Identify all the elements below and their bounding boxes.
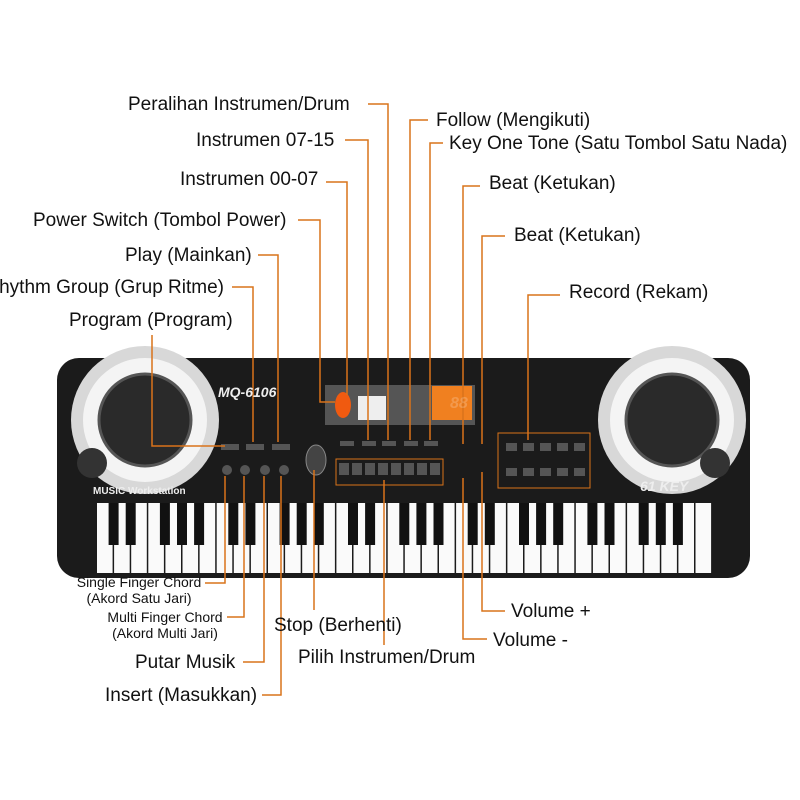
led-digits: 88 — [450, 395, 468, 412]
black-key[interactable] — [194, 503, 205, 545]
stop-button[interactable] — [305, 444, 327, 476]
label-program: Program (Program) — [69, 310, 233, 331]
label-beat-1: Beat (Ketukan) — [489, 173, 616, 194]
black-key[interactable] — [159, 503, 170, 545]
label-follow: Follow (Mengikuti) — [436, 110, 591, 131]
function-buttons[interactable] — [221, 441, 438, 475]
black-key[interactable] — [245, 503, 256, 545]
product-subtitle: MUSIC Workstation — [93, 486, 186, 497]
black-key[interactable] — [519, 503, 529, 545]
black-key[interactable] — [313, 503, 324, 545]
lcd-icon — [358, 396, 386, 420]
label-stop: Stop (Berhenti) — [274, 615, 402, 636]
label-key-one-tone: Key One Tone (Satu Tombol Satu Nada) — [449, 133, 788, 154]
label-insert: Insert (Masukkan) — [105, 685, 258, 706]
right-small-grille — [700, 448, 730, 478]
label-volume-up: Volume + — [511, 601, 591, 622]
black-key[interactable] — [484, 503, 495, 545]
label-multi-finger: Multi Finger Chord(Akord Multi Jari) — [104, 609, 226, 641]
label-record: Record (Rekam) — [569, 282, 709, 303]
black-key[interactable] — [553, 503, 564, 545]
rhythm-button-group — [497, 432, 591, 489]
black-key[interactable] — [433, 503, 444, 545]
label-single-finger: Single Finger Chord(Akord Satu Jari) — [76, 574, 202, 606]
left-speaker — [71, 346, 219, 494]
power-switch[interactable] — [335, 392, 351, 418]
label-power: Power Switch (Tombol Power) — [33, 210, 287, 231]
black-key[interactable] — [467, 503, 478, 545]
label-multi-finger-title: Multi Finger Chord — [107, 609, 223, 625]
black-key[interactable] — [296, 503, 307, 545]
black-key[interactable] — [587, 503, 598, 545]
label-single-finger-title: Single Finger Chord — [76, 574, 202, 590]
label-multi-finger-sub: (Akord Multi Jari) — [112, 625, 218, 641]
instrument-buttons[interactable] — [339, 463, 440, 475]
left-small-grille — [77, 448, 107, 478]
black-key[interactable] — [108, 503, 119, 545]
label-volume-down: Volume - — [493, 630, 568, 651]
black-key[interactable] — [672, 503, 683, 545]
keys-badge: 61 KEY — [640, 478, 689, 494]
piano-keys[interactable] — [97, 503, 712, 573]
black-key[interactable] — [604, 503, 615, 545]
black-key[interactable] — [228, 503, 239, 545]
label-rhythm: Rhythm Group (Grup Ritme) — [0, 277, 224, 298]
model-name: MQ-6106 — [218, 384, 277, 400]
label-play-music: Putar Musik — [135, 652, 236, 673]
label-instr-00-07: Instrumen 00-07 — [180, 169, 319, 190]
rhythm-buttons[interactable] — [506, 443, 585, 476]
black-key[interactable] — [399, 503, 410, 545]
black-key[interactable] — [536, 503, 547, 545]
black-key[interactable] — [125, 503, 136, 545]
label-instr-07-15: Instrumen 07-15 — [196, 130, 335, 151]
label-select-instrument: Pilih Instrumen/Drum — [298, 647, 476, 668]
label-single-finger-sub: (Akord Satu Jari) — [86, 590, 192, 606]
black-key[interactable] — [655, 503, 666, 545]
right-speaker — [598, 346, 746, 494]
label-play: Play (Mainkan) — [125, 245, 252, 266]
black-key[interactable] — [279, 503, 290, 545]
white-key[interactable] — [695, 503, 712, 573]
black-key[interactable] — [177, 503, 187, 545]
label-beat-2: Beat (Ketukan) — [514, 225, 641, 246]
black-key[interactable] — [638, 503, 649, 545]
label-drum-switch: Peralihan Instrumen/Drum — [128, 94, 350, 115]
black-key[interactable] — [365, 503, 376, 545]
leader-lines — [151, 103, 560, 696]
black-key[interactable] — [348, 503, 358, 545]
led-display — [432, 386, 472, 420]
instrument-button-group — [335, 458, 444, 486]
black-key[interactable] — [416, 503, 427, 545]
